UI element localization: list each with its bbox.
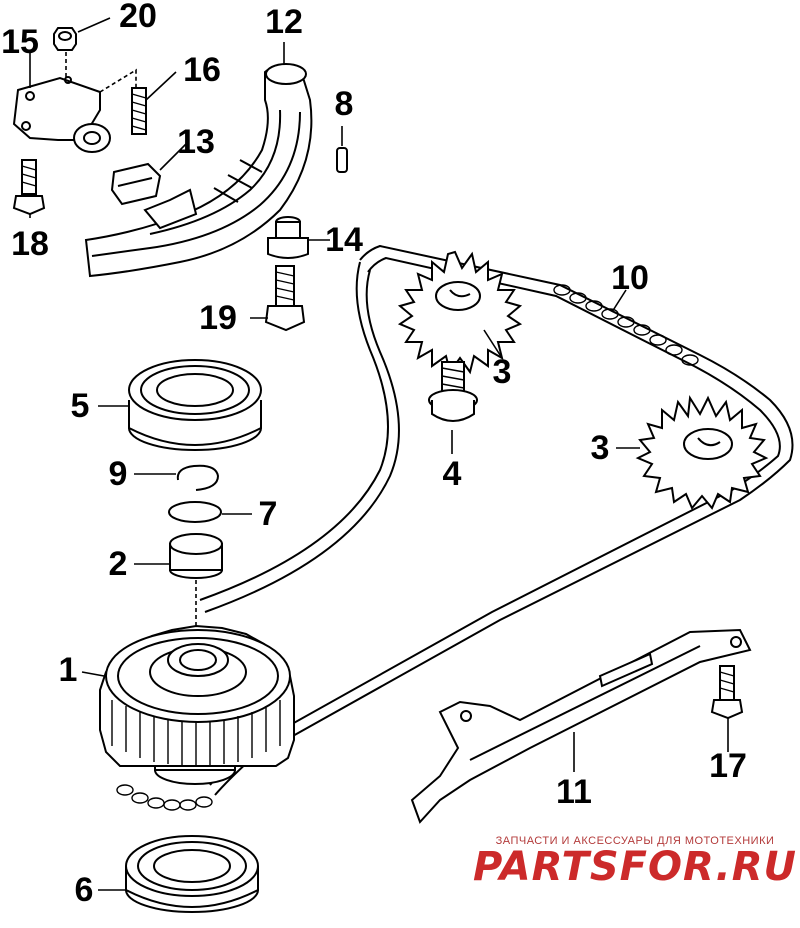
callout-7: 7 (259, 495, 278, 533)
bearing-5 (128, 359, 262, 451)
callout-3-lower: 3 (591, 429, 610, 467)
callout-13: 13 (177, 123, 215, 161)
pin-8 (336, 147, 348, 173)
bolt-4 (428, 361, 478, 422)
circlip-9 (176, 464, 220, 491)
tensioner-guide (84, 63, 313, 278)
callout-3-upper: 3 (493, 353, 512, 391)
tensioner-bracket (12, 76, 111, 153)
callout-16: 16 (183, 51, 221, 89)
callout-20: 20 (119, 0, 157, 35)
sleeve-14 (267, 216, 309, 259)
callout-9: 9 (109, 455, 128, 493)
chain-lower-segment (116, 784, 213, 811)
callout-numbers: 20 15 16 12 8 13 18 14 19 10 5 3 3 4 9 7… (1, 0, 747, 909)
slider-13 (110, 162, 162, 206)
callout-11: 11 (556, 773, 592, 811)
bushing-2 (169, 533, 223, 579)
watermark-brand: PARTSFOR.RU (473, 844, 797, 890)
bearing-6 (125, 835, 259, 913)
callout-5: 5 (71, 387, 90, 425)
callout-6: 6 (75, 871, 94, 909)
gear-1 (99, 624, 295, 785)
callout-8: 8 (335, 85, 354, 123)
leader-lines (29, 17, 729, 891)
sprocket-lower (635, 395, 769, 510)
callout-4: 4 (443, 455, 462, 493)
callout-19: 19 (199, 299, 237, 337)
nut-20 (53, 27, 77, 51)
callout-14: 14 (325, 221, 363, 259)
dash-line (99, 68, 137, 93)
callout-12: 12 (265, 3, 303, 41)
bolt-17 (710, 665, 744, 720)
chain-segment (553, 284, 699, 366)
bolt-18 (12, 159, 46, 216)
bolt-19 (264, 265, 306, 332)
callout-1: 1 (59, 651, 78, 689)
stud-16 (131, 87, 147, 135)
watermark: ЗАПЧАСТИ И АКСЕССУАРЫ ДЛЯ МОТОТЕХНИКИ PA… (473, 835, 797, 890)
chain-guide-rail (410, 628, 752, 824)
callout-17: 17 (709, 747, 747, 785)
callout-18: 18 (11, 225, 49, 263)
callout-15: 15 (1, 23, 39, 61)
callout-2: 2 (109, 545, 128, 583)
callout-10: 10 (611, 259, 649, 297)
watermark-tagline: ЗАПЧАСТИ И АКСЕССУАРЫ ДЛЯ МОТОТЕХНИКИ (496, 835, 775, 847)
oring-7 (168, 501, 222, 523)
